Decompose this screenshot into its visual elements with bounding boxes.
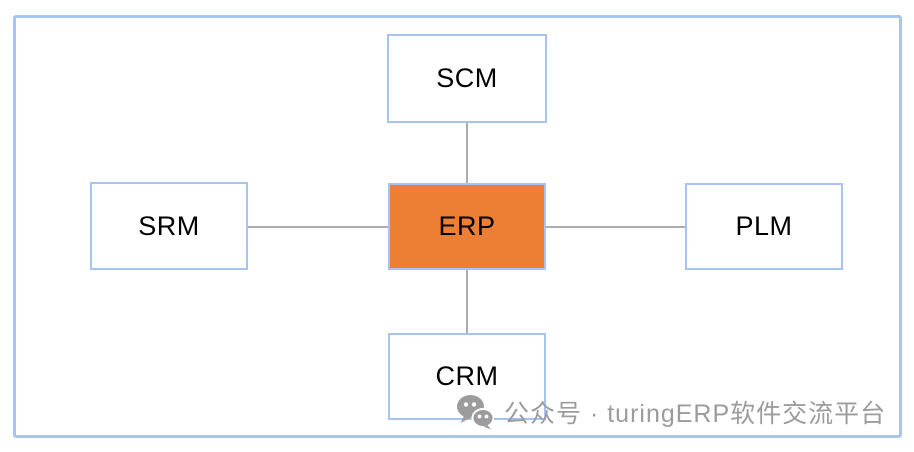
node-erp-center: ERP <box>388 183 546 270</box>
node-scm: SCM <box>387 34 547 123</box>
node-plm: PLM <box>685 183 843 270</box>
watermark-text: 公众号 · turingERP软件交流平台 <box>504 400 887 428</box>
watermark: 公众号 · turingERP软件交流平台 <box>456 394 886 430</box>
node-plm-label: PLM <box>735 211 793 241</box>
connector-erp-scm <box>466 122 468 184</box>
connector-erp-crm <box>466 269 468 334</box>
node-crm-label: CRM <box>435 361 499 391</box>
node-scm-label: SCM <box>436 63 498 93</box>
node-srm: SRM <box>90 182 248 270</box>
wechat-icon <box>456 394 494 430</box>
node-erp-label: ERP <box>438 211 496 241</box>
connector-erp-srm <box>247 226 389 228</box>
connector-erp-plm <box>545 226 686 228</box>
node-srm-label: SRM <box>138 210 200 241</box>
